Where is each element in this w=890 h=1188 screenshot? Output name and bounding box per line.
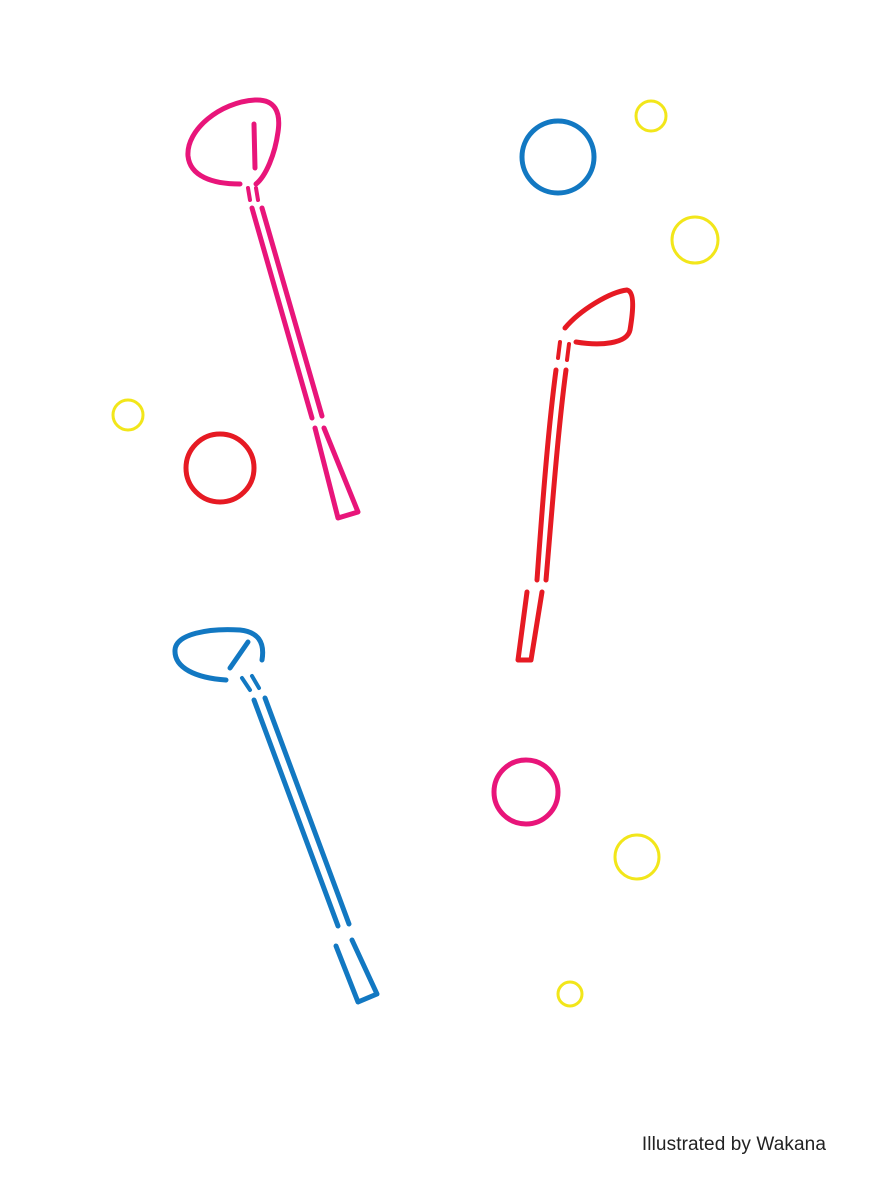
red-club-neck-b xyxy=(565,342,571,362)
red-golf-ball xyxy=(183,431,257,505)
blue-club-head-stroke xyxy=(227,639,251,671)
red-ball-dimples xyxy=(196,448,211,470)
red-club-shaft-b xyxy=(543,367,569,583)
red-club-grip xyxy=(515,589,545,663)
blue-club-neck-b xyxy=(250,674,261,690)
yellow-circle xyxy=(111,398,145,432)
pink-ball-outline xyxy=(491,757,561,827)
yellow-circle xyxy=(556,980,584,1008)
blue-club-shaft-b xyxy=(262,695,352,927)
blue-golf-ball xyxy=(519,118,597,196)
pink-golf-ball xyxy=(491,757,561,827)
pink-club-neck-b xyxy=(254,186,260,202)
blue-ball-outline xyxy=(519,118,597,196)
blue-club-head xyxy=(172,627,266,683)
red-club-head xyxy=(562,287,636,347)
yellow-circle xyxy=(634,99,668,133)
illustrator-credit: Illustrated by Wakana xyxy=(641,1134,826,1155)
red-club-neck-a xyxy=(556,340,562,360)
red-ball-outline xyxy=(183,431,257,505)
pink-club-shaft-b xyxy=(259,205,325,419)
blue-club-shaft-a xyxy=(251,697,341,929)
pink-club-neck-a xyxy=(246,186,252,202)
pink-ball-dimples xyxy=(506,770,540,784)
red-club-shaft-a xyxy=(534,367,559,583)
yellow-circle xyxy=(613,833,661,881)
blue-golf-club xyxy=(172,627,380,1005)
pink-golf-club xyxy=(185,97,361,521)
red-golf-club xyxy=(515,287,636,663)
yellow-circles xyxy=(111,99,720,1008)
blue-club-grip xyxy=(333,937,380,1005)
blue-ball-dimples xyxy=(550,134,576,156)
yellow-circle xyxy=(670,215,720,265)
pink-club-head xyxy=(185,97,282,187)
pink-club-shaft-a xyxy=(249,205,315,421)
pink-club-head-stroke xyxy=(251,121,258,171)
pink-club-grip xyxy=(312,425,361,521)
blue-club-neck-a xyxy=(240,676,252,692)
